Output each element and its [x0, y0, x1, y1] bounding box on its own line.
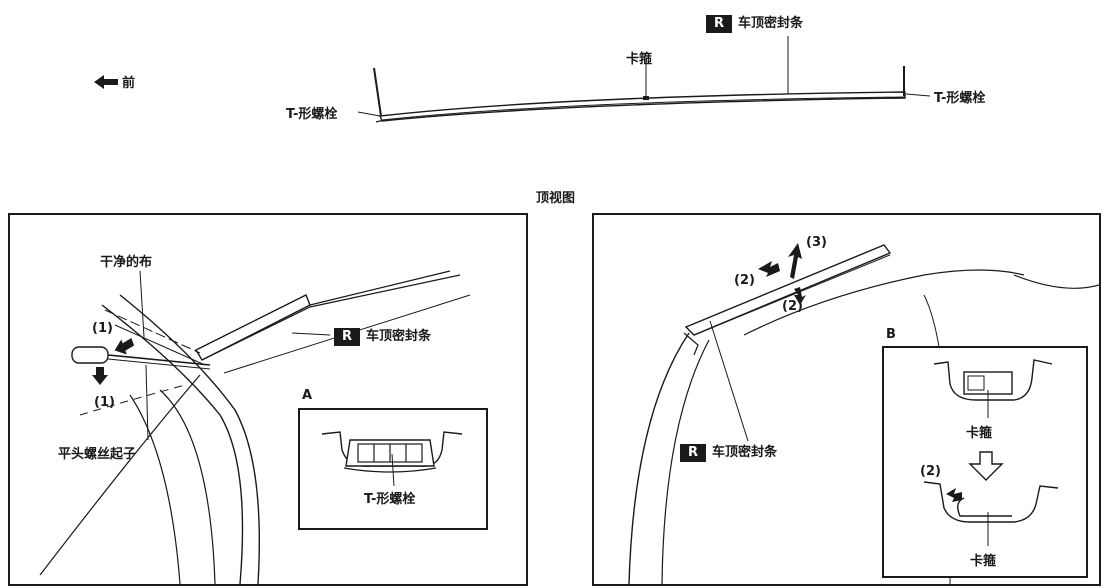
right-panel: (2) (3) (2) R 车顶密封条 B 卡箍 (2) 卡箍 [592, 213, 1101, 586]
step2-inset-label: (2) [920, 464, 941, 479]
top-strip-text: 车顶密封条 [738, 16, 804, 31]
right-strip-label: R 车顶密封条 [680, 441, 777, 462]
arrow-up-icon [788, 243, 802, 279]
step1-top-label: (1) [92, 321, 113, 336]
left-panel-drawing [39, 270, 471, 584]
front-label: 前 [122, 76, 136, 91]
inset-a-drawing [321, 431, 463, 487]
top-view-drawing [94, 36, 931, 123]
cloth-label: 干净的布 [100, 255, 153, 270]
inset-b-letter: B [886, 327, 896, 342]
arrow-left-icon [758, 261, 780, 277]
r-badge: R [680, 444, 706, 462]
hollow-down-arrow-icon [968, 451, 1004, 481]
top-clip-label: 卡箍 [626, 52, 653, 67]
down-arrow-icon [92, 367, 108, 385]
left-panel: 干净的布 (1) (1) 平头螺丝起子 R 车顶密封条 A T-形螺栓 [8, 213, 528, 586]
step3-label: (3) [806, 235, 827, 250]
screwdriver-label: 平头螺丝起子 [58, 447, 137, 462]
up-arrow-icon [114, 337, 135, 355]
inset-b: 卡箍 (2) 卡箍 [882, 346, 1088, 578]
r-badge: R [706, 15, 732, 33]
r-badge: R [334, 328, 360, 346]
right-panel-drawing [628, 243, 1099, 584]
top-strip-label: R 车顶密封条 [706, 12, 803, 33]
step2-left-label: (2) [734, 273, 755, 288]
inset-a-label: T-形螺栓 [364, 492, 416, 507]
step1-bottom-label: (1) [94, 395, 115, 410]
inset-b-drawing [923, 359, 1059, 546]
inset-a: T-形螺栓 [298, 408, 488, 530]
left-strip-text: 车顶密封条 [366, 329, 432, 344]
clip-top-label: 卡箍 [966, 426, 993, 441]
top-view-caption: 顶视图 [536, 191, 576, 206]
right-strip-text: 车顶密封条 [712, 445, 778, 460]
front-arrow-icon [94, 75, 118, 89]
top-bolt-left-label: T-形螺栓 [286, 107, 338, 122]
arrow-down-icon [794, 287, 806, 305]
inset-arrow-icon [946, 488, 962, 502]
top-bolt-right-label: T-形螺栓 [934, 91, 986, 106]
inset-a-letter: A [302, 388, 313, 403]
left-strip-label: R 车顶密封条 [334, 325, 431, 346]
step2-right-label: (2) [782, 299, 803, 314]
clip-bottom-label: 卡箍 [970, 554, 997, 569]
